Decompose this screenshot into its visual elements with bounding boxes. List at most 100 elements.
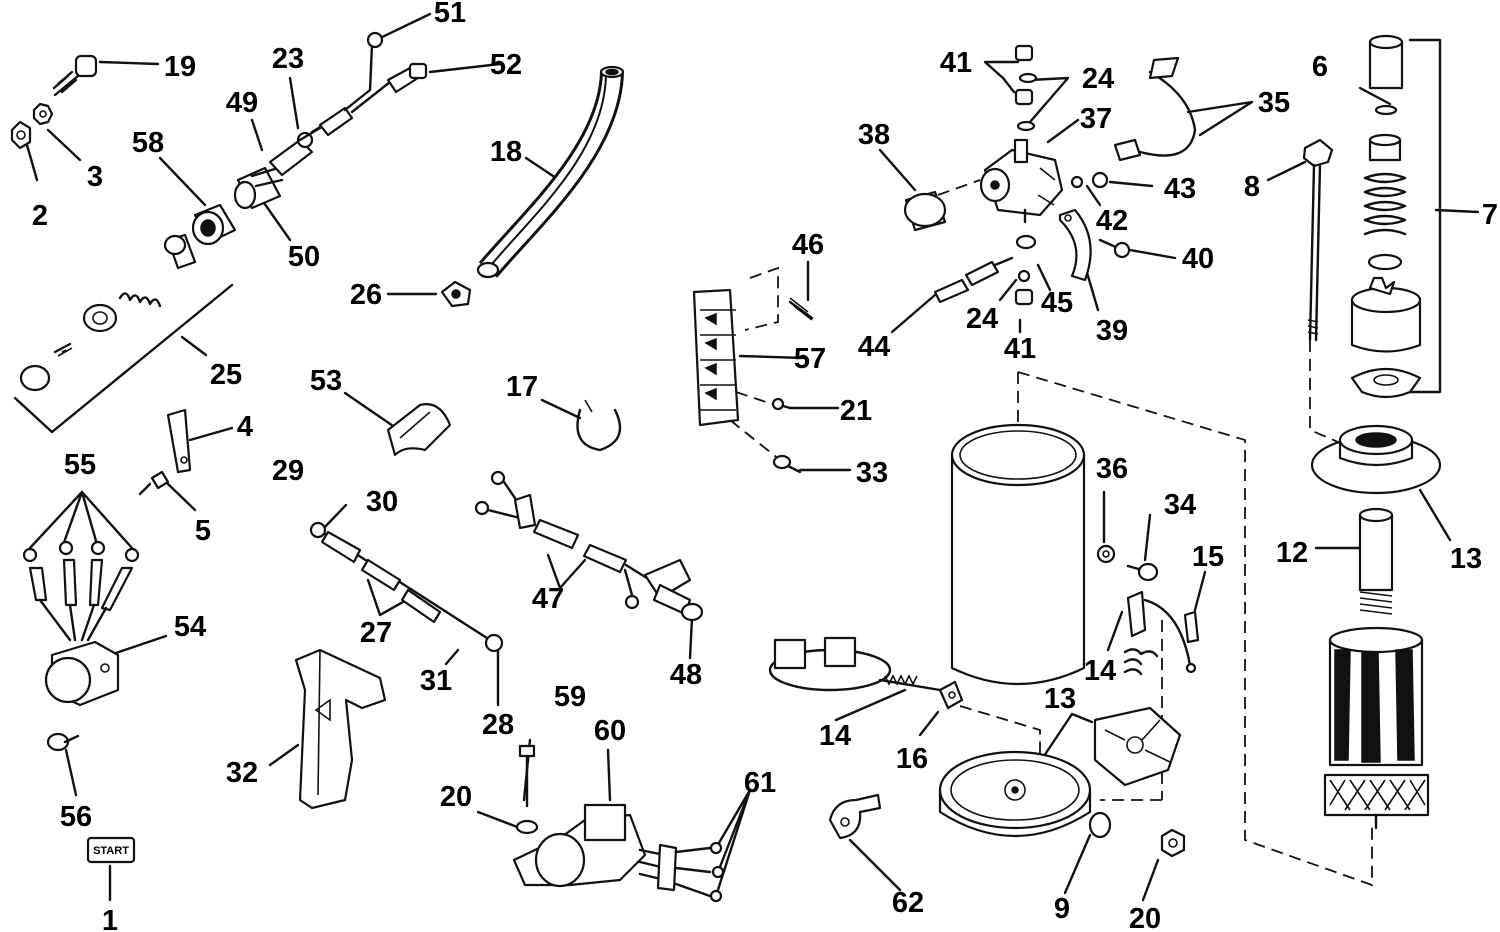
- label-23: 23: [272, 43, 304, 75]
- part-60-component: [512, 803, 678, 892]
- part-61-terminals: [674, 841, 725, 903]
- part-2-nut: [10, 120, 32, 150]
- part-14-brush-plate: [768, 636, 942, 692]
- part-21-screw: [771, 397, 792, 411]
- label-27: 27: [360, 617, 392, 649]
- label-14-right: 14: [1084, 655, 1116, 687]
- part-18-hose: [476, 65, 625, 279]
- label-1: 1: [102, 905, 118, 932]
- label-3: 3: [87, 161, 103, 193]
- label-20-right: 20: [1129, 903, 1161, 932]
- label-34: 34: [1164, 489, 1196, 521]
- label-49: 49: [226, 87, 258, 119]
- label-16: 16: [896, 743, 928, 775]
- label-20-left: 20: [440, 781, 472, 813]
- part-41-24-stack: [1014, 44, 1038, 132]
- label-12: 12: [1276, 537, 1308, 569]
- part-wire-29-31: [309, 521, 504, 653]
- part-62-clamp: [828, 793, 882, 840]
- label-52: 52: [490, 49, 522, 81]
- part-58-sleeve: [191, 203, 237, 246]
- label-62: 62: [892, 887, 924, 919]
- label-53: 53: [310, 365, 342, 397]
- part-13-endcap: [938, 750, 1092, 837]
- part-46-screw: [788, 297, 814, 321]
- part-40-screw: [1098, 238, 1131, 259]
- part-26-clip: [440, 280, 472, 308]
- assembly-lines: [729, 179, 1373, 887]
- part-25-group: [19, 233, 197, 392]
- label-44: 44: [858, 331, 890, 363]
- label-2: 2: [32, 200, 48, 232]
- start-button-text: START: [93, 845, 129, 857]
- label-21: 21: [840, 395, 872, 427]
- label-46: 46: [792, 229, 824, 261]
- label-31: 31: [420, 665, 452, 697]
- label-9: 9: [1054, 893, 1070, 925]
- part-57-terminal-block: [692, 288, 740, 427]
- label-24-top: 24: [1082, 63, 1114, 95]
- part-44-wire: [933, 256, 1014, 304]
- part-4-clamp: [166, 408, 192, 474]
- label-17: 17: [506, 371, 538, 403]
- label-51: 51: [434, 0, 466, 29]
- bracket-7: [1408, 38, 1442, 394]
- part-8-thrubolt: [1302, 138, 1334, 342]
- part-56-screw: [46, 732, 80, 752]
- label-19: 19: [164, 51, 196, 83]
- part-3-lockwasher: [32, 102, 54, 126]
- label-32: 32: [226, 757, 258, 789]
- part-49-50-connector: [233, 31, 428, 210]
- label-43: 43: [1164, 173, 1196, 205]
- part-20a-washer: [515, 819, 539, 835]
- label-48: 48: [670, 659, 702, 691]
- part-16: [938, 680, 964, 710]
- part-42-43: [1070, 171, 1109, 189]
- label-28: 28: [482, 709, 514, 741]
- label-25: 25: [210, 359, 242, 391]
- label-38: 38: [858, 119, 890, 151]
- label-37: 37: [1080, 103, 1112, 135]
- label-18: 18: [490, 136, 522, 168]
- part-59-bolt: [518, 744, 536, 808]
- label-54: 54: [174, 611, 206, 643]
- part-17-cabletie: [576, 399, 622, 452]
- label-45: 45: [1041, 287, 1073, 319]
- part-20b-nut: [1160, 828, 1186, 858]
- label-36: 36: [1096, 453, 1128, 485]
- label-15: 15: [1192, 541, 1224, 573]
- part-wire-47-48: [474, 470, 704, 622]
- part-45-24-41: [1014, 234, 1037, 306]
- label-41-top: 41: [940, 47, 972, 79]
- label-13-lower: 13: [1044, 683, 1076, 715]
- part-37-solenoid: [979, 138, 1064, 224]
- callout-labels: 1 2 3 4 5 6 7 8 9 12 13 13 14 14 15 16 1…: [32, 0, 1498, 932]
- label-56: 56: [60, 801, 92, 833]
- part-15-14-brushes: [1123, 590, 1200, 676]
- label-6: 6: [1312, 51, 1328, 83]
- label-47: 47: [532, 583, 564, 615]
- part-32-handle: [294, 648, 387, 810]
- part-53: [386, 403, 452, 457]
- part-35-cable: [1113, 56, 1197, 162]
- part-housing: [950, 423, 1086, 686]
- label-5: 5: [195, 515, 211, 547]
- part-54-55-switch: [22, 540, 140, 707]
- leader-lines: [13, 12, 1480, 902]
- part-38-cap: [903, 190, 947, 232]
- label-33: 33: [856, 457, 888, 489]
- label-8: 8: [1244, 171, 1260, 203]
- part-1-start-button: START: [86, 836, 136, 864]
- label-59: 59: [554, 681, 586, 713]
- part-36-34: [1096, 544, 1159, 582]
- part-39-bracket: [1058, 208, 1092, 282]
- label-55: 55: [64, 449, 96, 481]
- label-39: 39: [1096, 315, 1128, 347]
- label-24-bottom: 24: [966, 303, 998, 335]
- label-13-upper: 13: [1450, 543, 1482, 575]
- label-14-left: 14: [819, 720, 851, 752]
- label-61: 61: [744, 767, 776, 799]
- label-4: 4: [237, 411, 253, 443]
- part-13-holder: [1093, 706, 1182, 787]
